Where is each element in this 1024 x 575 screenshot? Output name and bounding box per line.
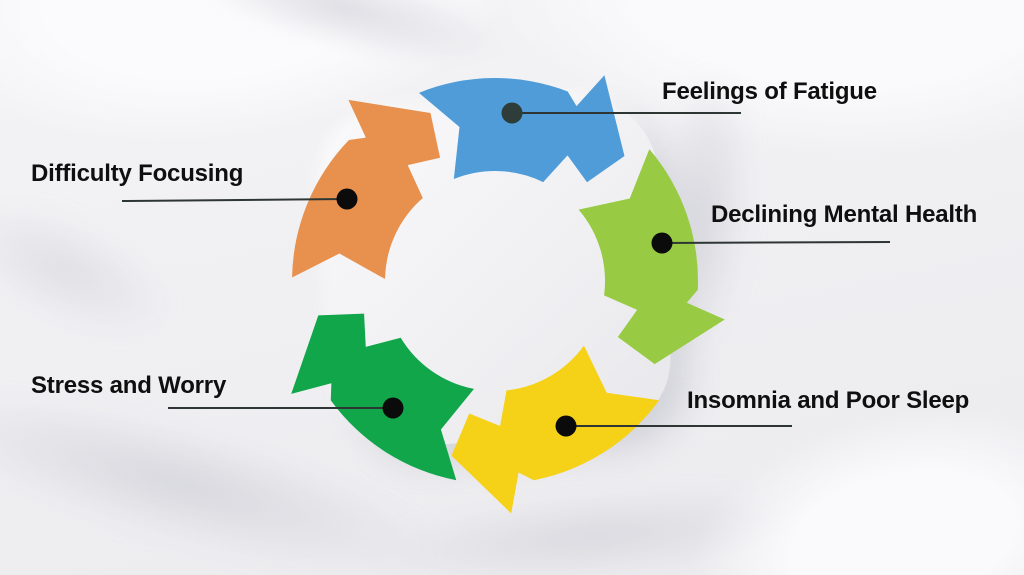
label-feelings-of-fatigue: Feelings of Fatigue [662, 78, 877, 105]
label-declining-mental-health: Declining Mental Health [711, 201, 978, 228]
label-stress-and-worry: Stress and Worry [31, 372, 227, 399]
connector-dot-insomnia-and-poor-sleep [555, 415, 577, 437]
label-difficulty-focusing: Difficulty Focusing [31, 160, 244, 187]
connector-dot-feelings-of-fatigue [501, 102, 523, 124]
connector-dot-declining-mental-health [651, 232, 673, 254]
label-insomnia-and-poor-sleep: Insomnia and Poor Sleep [687, 387, 970, 414]
leader-line-difficulty-focusing [121, 198, 348, 202]
connector-dot-stress-and-worry [382, 397, 404, 419]
connector-dot-difficulty-focusing [336, 188, 358, 210]
arrow-feelings-of-fatigue [410, 56, 633, 197]
leader-line-declining-mental-health [661, 241, 891, 244]
arrow-difficulty-focusing [259, 75, 467, 318]
